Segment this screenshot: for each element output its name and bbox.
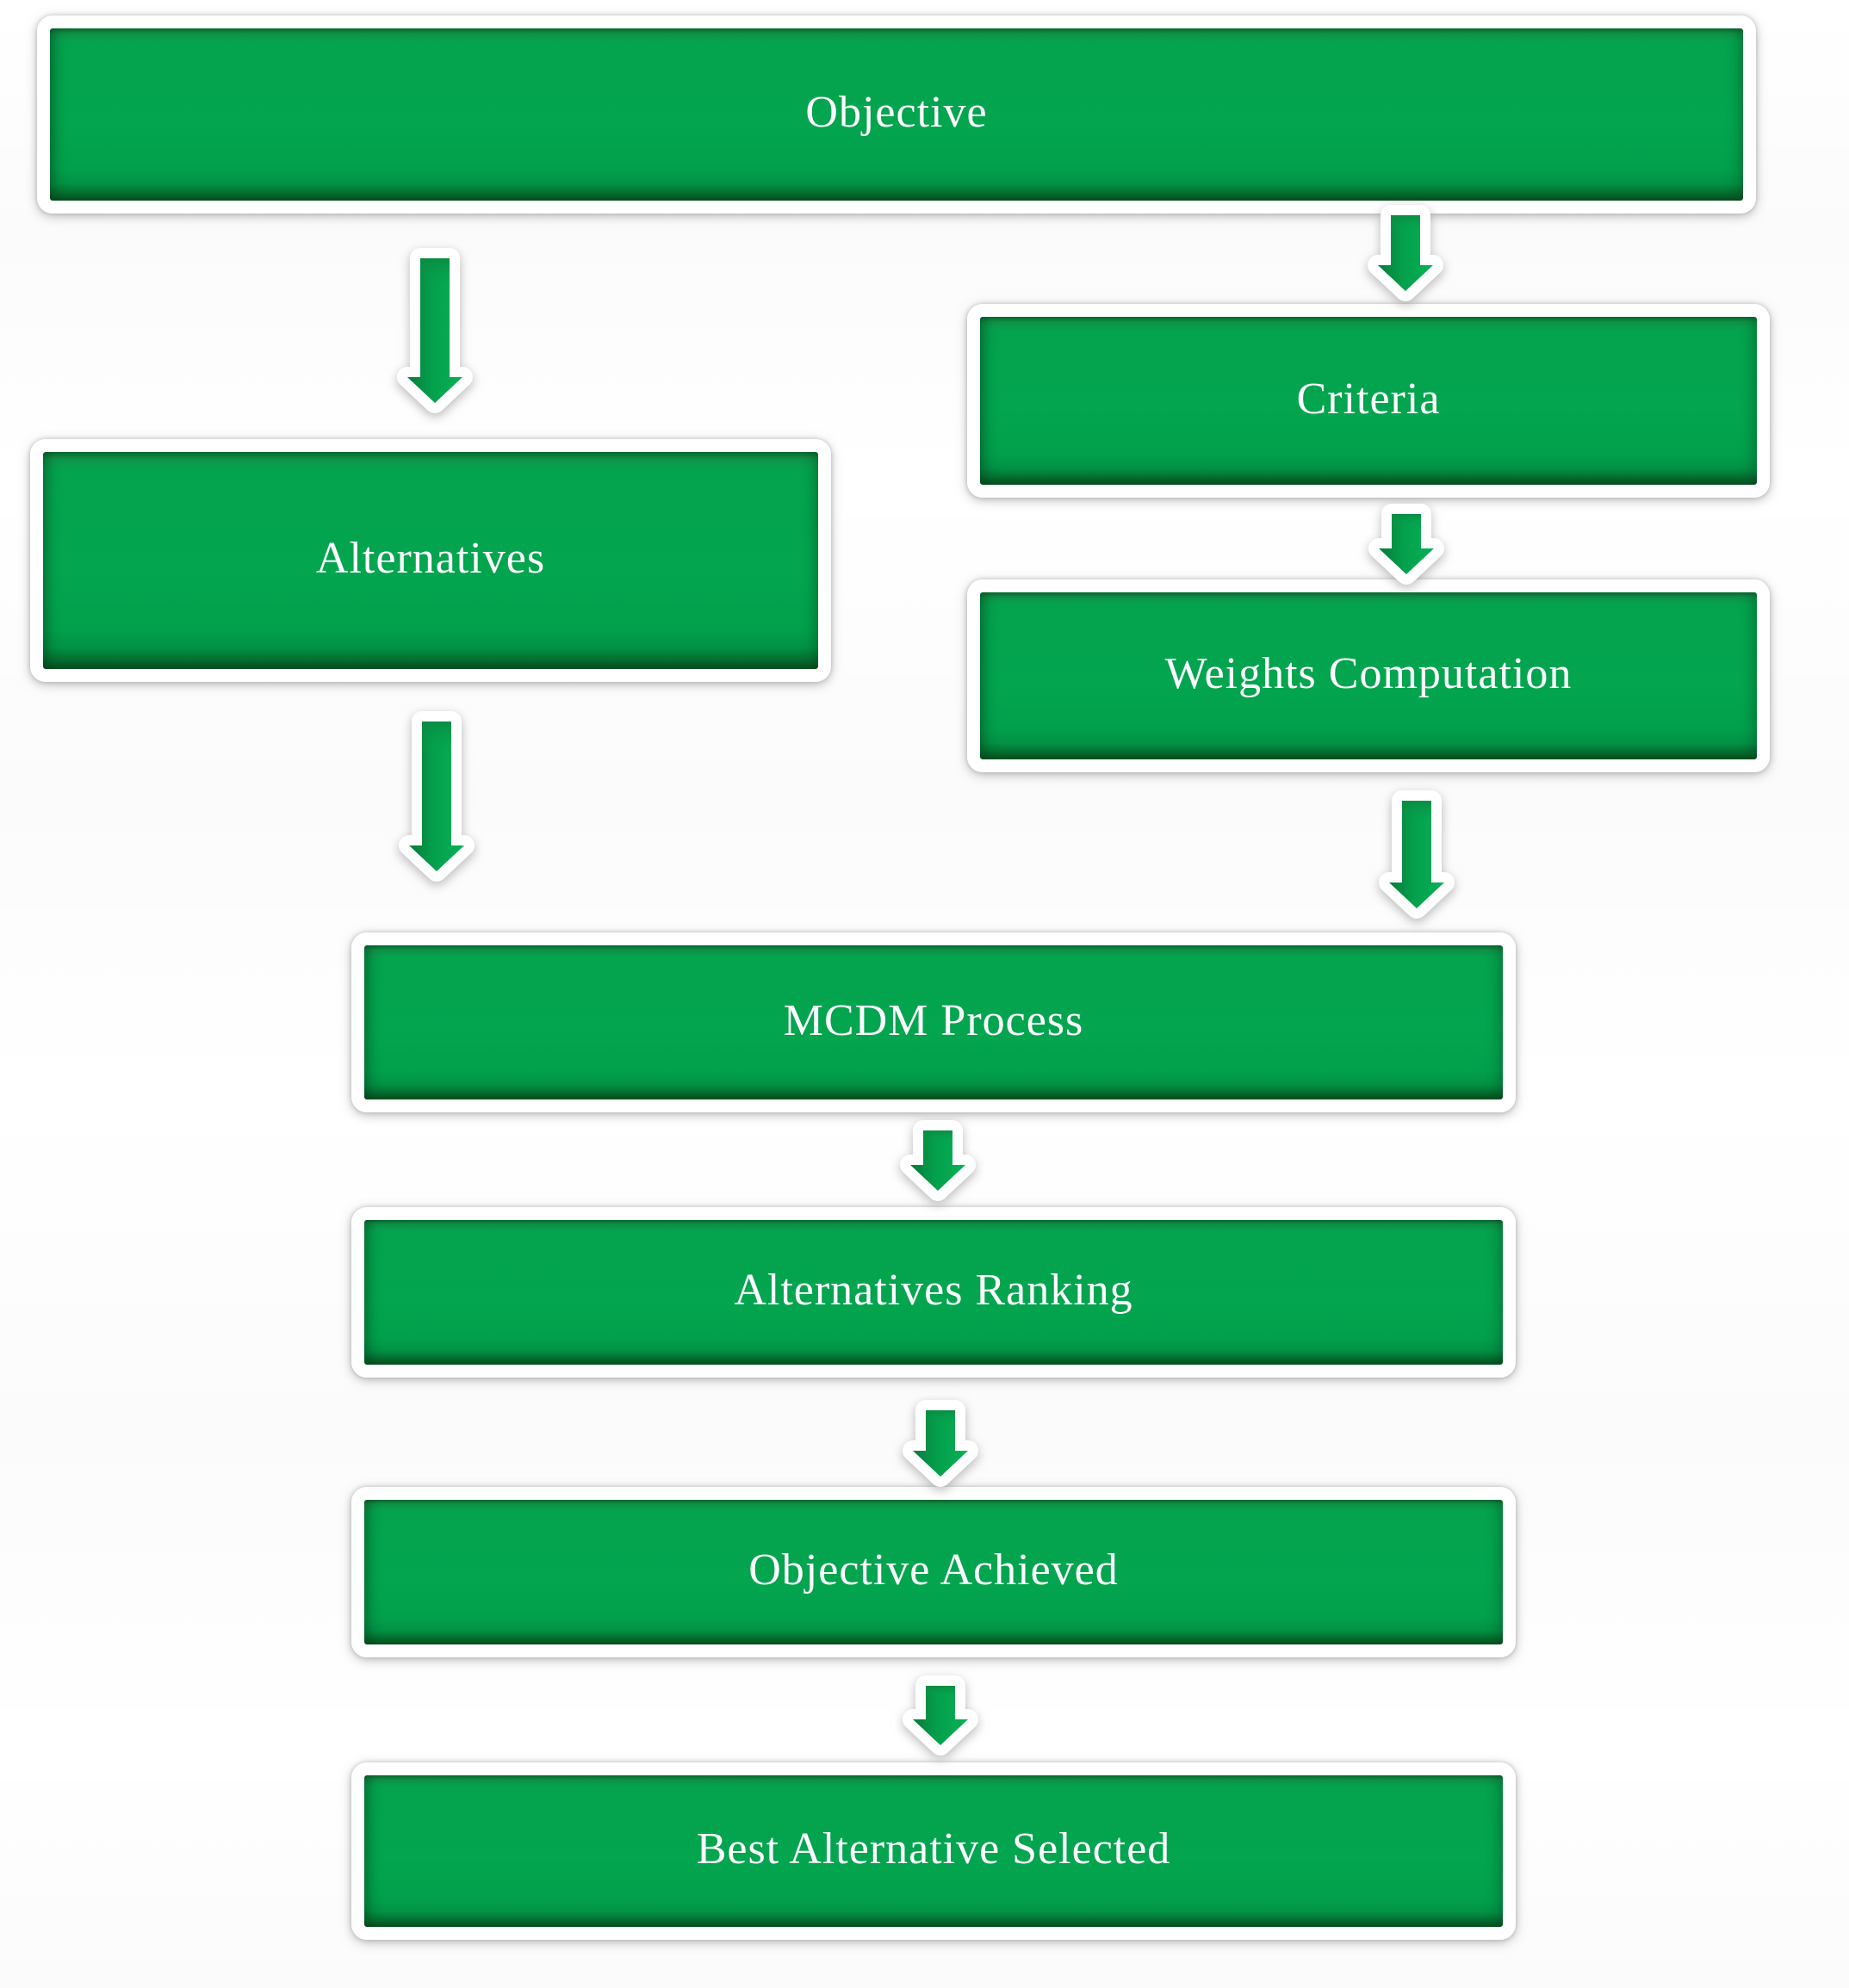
arrow-objective-to-criteria xyxy=(1368,205,1443,301)
node-objective-achieved: Objective Achieved xyxy=(351,1487,1516,1657)
node-label: Alternatives xyxy=(315,534,546,583)
node-mcdm-process: MCDM Process xyxy=(351,932,1516,1112)
node-weights-computation: Weights Computation xyxy=(967,579,1770,772)
arrow-alternatives-to-mcdm xyxy=(399,711,475,882)
arrow-criteria-to-weights xyxy=(1368,504,1444,585)
node-label: Objective xyxy=(805,88,988,137)
node-objective: Objective xyxy=(37,15,1756,214)
arrow-ranking-to-objective-achieved xyxy=(903,1400,978,1487)
arrow-objective-to-alternatives xyxy=(397,248,473,413)
arrow-weights-to-mcdm xyxy=(1379,790,1455,919)
arrow-mcdm-to-ranking xyxy=(900,1120,976,1201)
node-label: Alternatives Ranking xyxy=(734,1266,1133,1315)
node-alternatives-ranking: Alternatives Ranking xyxy=(351,1207,1516,1378)
node-alternatives: Alternatives xyxy=(30,439,831,682)
node-label: Weights Computation xyxy=(1164,649,1573,698)
arrow-objective-achieved-to-best xyxy=(903,1675,978,1756)
node-best-alternative-selected: Best Alternative Selected xyxy=(351,1762,1516,1940)
node-label: Best Alternative Selected xyxy=(696,1824,1171,1873)
node-label: MCDM Process xyxy=(783,995,1084,1045)
node-label: Objective Achieved xyxy=(748,1545,1119,1595)
node-label: Criteria xyxy=(1296,374,1441,424)
node-criteria: Criteria xyxy=(967,304,1770,498)
